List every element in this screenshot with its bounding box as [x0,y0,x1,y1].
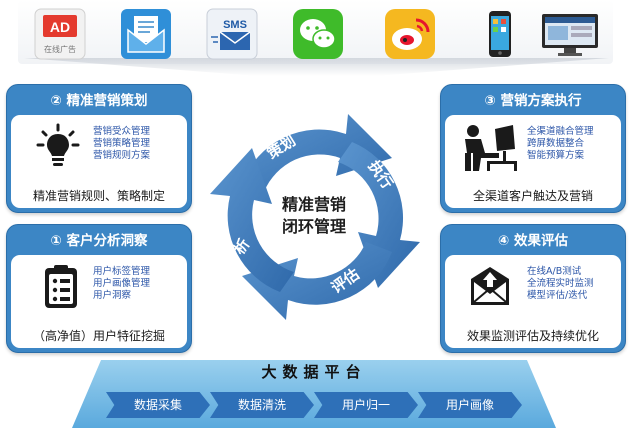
panel-description: （高净值）用户特征挖掘 [32,329,165,343]
panel-title: ② 精准营销策划 [50,93,148,109]
mobile-icon [474,8,526,60]
weibo-icon [384,8,436,60]
platform-step: 数据清洗 [210,392,314,418]
feature-item: 营销受众管理 [93,126,151,137]
feature-item: 全渠道融合管理 [527,126,594,137]
panel-title: ③ 营销方案执行 [484,93,582,109]
panel-description: 效果监测评估及持续优化 [466,329,599,343]
channel-bar-shadow [24,58,609,76]
panel-effect-evaluation: ④ 效果评估 在线A/B测试 全流程实时监测 模型评估/迭代 效果监测评估及持续… [440,224,626,353]
cycle-arrow-bottom [242,242,392,320]
panel-feature-list: 在线A/B测试 全流程实时监测 模型评估/迭代 [527,266,594,302]
feature-item: 用户画像管理 [93,278,151,289]
panel-customer-analysis: ① 客户分析洞察 用户标签管理 用户画像管理 用户洞察 （高净值）用户特征挖掘 [6,224,192,353]
wechat-icon [292,8,344,60]
email-icon [120,8,172,60]
panel-body: 在线A/B测试 全流程实时监测 模型评估/迭代 效果监测评估及持续优化 [445,255,621,348]
monitor-icon [538,8,602,60]
platform-step: 用户归一 [314,392,418,418]
feature-item: 在线A/B测试 [527,266,582,277]
cycle-center-line2: 闭环管理 [281,217,346,236]
svg-text:AD: AD [50,19,70,35]
panel-title: ① 客户分析洞察 [50,233,148,249]
panel-body: 营销受众管理 营销策略管理 营销规则方案 精准营销规则、策略制定 [11,115,187,208]
cycle-arrow-left [210,148,294,292]
cycle-arrow-right [338,142,420,288]
panel-body: 全渠道融合管理 跨屏数据整合 智能预算方案 全渠道客户触达及营销 [445,115,621,208]
panel-feature-list: 用户标签管理 用户画像管理 用户洞察 [93,266,150,302]
feature-item: 营销策略管理 [93,138,151,149]
lightbulb-icon [35,123,81,169]
feature-item: 用户标签管理 [93,266,151,277]
panel-precision-planning: ② 精准营销策划 营销受众管理 营销策略管理 营销规则方案 精准营销规则、策略制… [6,84,192,213]
feature-item: 智能预算方案 [527,150,585,161]
cycle-arrow-top [242,114,392,192]
panel-description: 全渠道客户触达及营销 [472,189,593,203]
feature-item: 营销规则方案 [93,150,151,161]
ad-icon: AD 在线广告 [34,8,86,60]
feature-item: 跨屏数据整合 [527,138,585,149]
computer-user-icon [459,123,517,171]
big-data-platform: 大数据平台 数据采集 数据清洗 用户归一 用户画像 [72,360,556,428]
feature-item: 用户洞察 [93,290,132,301]
panel-feature-list: 全渠道融合管理 跨屏数据整合 智能预算方案 [527,126,594,162]
feature-item: 全流程实时监测 [527,278,594,289]
platform-step: 数据采集 [106,392,210,418]
svg-text:在线广告: 在线广告 [44,44,76,54]
panel-feature-list: 营销受众管理 营销策略管理 营销规则方案 [93,126,150,162]
panel-title: ④ 效果评估 [497,233,569,249]
feature-item: 模型评估/迭代 [527,290,588,301]
panel-body: 用户标签管理 用户画像管理 用户洞察 （高净值）用户特征挖掘 [11,255,187,348]
closed-loop-cycle: 精准营销 闭环管理 策划 执行 评估 分析 [196,92,432,340]
platform-title: 大数据平台 [261,363,367,381]
panel-description: 精准营销规则、策略制定 [32,189,165,203]
clipboard-icon [41,263,87,309]
panel-campaign-execution: ③ 营销方案执行 全渠道融合管理 跨屏数据整合 智能预算方案 全渠道客户触达及营… [440,84,626,213]
platform-step: 用户画像 [418,392,522,418]
cycle-center-line1: 精准营销 [281,195,346,214]
sms-icon: SMS [206,8,258,60]
mail-upload-icon [467,263,513,309]
svg-text:SMS: SMS [223,19,247,31]
